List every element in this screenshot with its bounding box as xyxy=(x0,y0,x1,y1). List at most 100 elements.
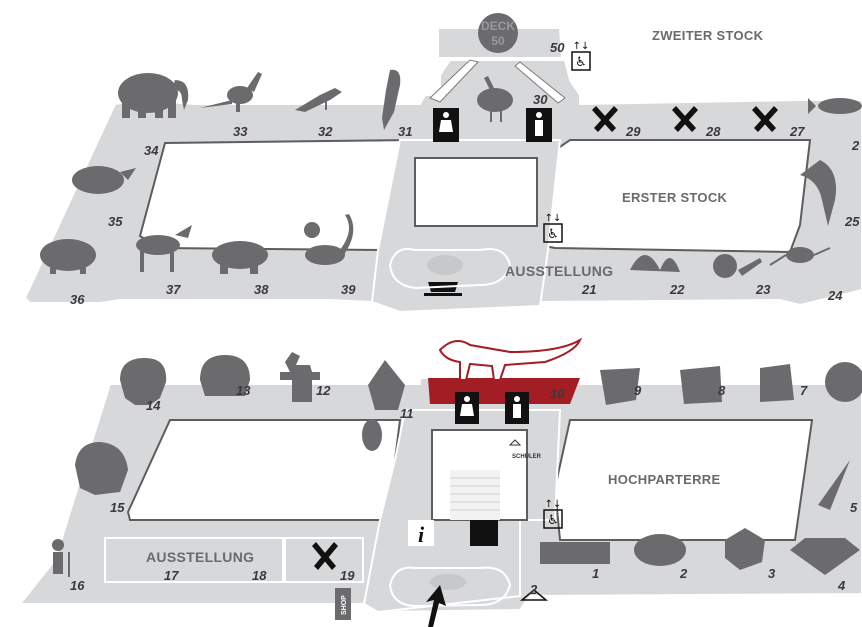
room-31: 31 xyxy=(398,124,412,139)
crystal-icon xyxy=(725,528,765,570)
room-17: 17 xyxy=(164,568,179,583)
room-1: 1 xyxy=(592,566,599,581)
mineral-slabs-icon xyxy=(540,542,610,564)
room-10: 10 xyxy=(550,386,565,401)
room-14: 14 xyxy=(146,398,161,413)
wheelchair-icon: ♿ ↑↓ xyxy=(571,41,591,71)
fish-fossil-icon xyxy=(600,368,640,405)
room-33: 33 xyxy=(233,124,248,139)
svg-text:♿: ♿ xyxy=(547,513,559,528)
room-3: 3 xyxy=(768,566,776,581)
coat-hanger-icon xyxy=(508,439,522,446)
lower-exhibit-icons xyxy=(52,337,862,577)
room-7: 7 xyxy=(800,383,808,398)
svg-text:♿: ♿ xyxy=(575,55,587,70)
info-desk xyxy=(408,520,434,546)
exhibition-label-upper: AUSSTELLUNG xyxy=(505,263,613,279)
bird-icon xyxy=(295,88,342,112)
plant-icon xyxy=(630,255,680,272)
room-30: 30 xyxy=(533,92,548,107)
globe-icon xyxy=(825,362,862,402)
tools-icon xyxy=(752,106,778,132)
upper-stairs xyxy=(429,59,566,104)
lower-left-courtyard xyxy=(126,419,402,521)
room-13: 13 xyxy=(236,383,251,398)
room-4: 4 xyxy=(837,578,846,593)
school-label: SCHÜLER xyxy=(512,453,542,460)
wheelchair-icon: ♿ ↑↓ xyxy=(543,499,563,529)
kangaroo-icon xyxy=(200,72,262,112)
room-50: 50 xyxy=(550,40,565,55)
deck-disc xyxy=(478,13,518,53)
monkey-icon xyxy=(304,214,354,265)
room-11: 11 xyxy=(400,406,414,421)
wheelchair-icon: ♿ ↑↓ xyxy=(543,213,563,243)
moose-icon xyxy=(136,225,192,272)
room-18: 18 xyxy=(252,568,267,583)
exhibition-hall-lower xyxy=(104,537,284,583)
coat-hanger-icon xyxy=(519,589,549,601)
trilobite-icon xyxy=(760,364,794,402)
room-21: 21 xyxy=(581,282,596,297)
room-24: 24 xyxy=(827,288,843,303)
bison-icon xyxy=(40,239,96,274)
upper-labels: ZWEITER STOCK ERSTER STOCK AUSSTELLUNG 3… xyxy=(70,28,860,307)
hand-axe-icon xyxy=(368,360,405,410)
tools-icon xyxy=(312,542,338,570)
floor-label-ground: HOCHPARTERRE xyxy=(608,472,720,487)
room-16: 16 xyxy=(70,578,85,593)
room-28: 28 xyxy=(705,124,721,139)
room-2: 2 xyxy=(679,566,688,581)
meteor-icon xyxy=(818,460,850,510)
room-5: 5 xyxy=(850,500,858,515)
beetle-icon xyxy=(769,247,831,266)
venus-figurine-icon xyxy=(362,419,382,451)
exhibition-label-lower: AUSSTELLUNG xyxy=(146,549,254,565)
parrot-icon xyxy=(382,69,401,130)
lower-labels: HOCHPARTERRE AUSSTELLUNG 10 11 12 13 14 … xyxy=(70,383,858,597)
bear-icon xyxy=(212,241,268,274)
room-22: 22 xyxy=(669,282,685,297)
entrance-arrow-icon xyxy=(426,585,446,627)
room-38: 38 xyxy=(254,282,269,297)
room-25: 25 xyxy=(844,214,860,229)
shark-icon xyxy=(800,160,836,226)
shop-label: SHOP xyxy=(341,595,348,615)
diamond-icon xyxy=(790,538,860,575)
room-27: 27 xyxy=(789,124,805,139)
svg-text:↑↓: ↑↓ xyxy=(545,499,562,510)
room-36: 36 xyxy=(70,292,85,307)
upper-courtyard xyxy=(138,138,417,252)
hall-ornament xyxy=(388,248,512,290)
deck-label-line2: 50 xyxy=(491,34,505,48)
floor-label-second: ZWEITER STOCK xyxy=(652,28,764,43)
central-staircase xyxy=(450,470,500,520)
info-icon: i xyxy=(418,522,425,547)
elephant-icon xyxy=(118,73,189,118)
school-group-icon xyxy=(470,520,498,546)
lower-floor-plan: i SCHÜLER ♿ ↑↓ SHOP xyxy=(17,377,862,627)
ostrich-icon xyxy=(477,76,513,122)
svg-text:↑↓: ↑↓ xyxy=(545,213,562,224)
room-23: 23 xyxy=(755,282,771,297)
room-32: 32 xyxy=(318,124,333,139)
room-2-entrance: 2 xyxy=(529,582,538,597)
svg-text:♿: ♿ xyxy=(547,227,559,242)
helmet-icon xyxy=(200,355,250,396)
rhino-icon xyxy=(72,166,136,194)
room-26: 2 xyxy=(851,138,860,153)
room-37: 37 xyxy=(166,282,181,297)
deck-label-line1: DECK xyxy=(481,19,515,33)
shop-bag-icon xyxy=(335,588,351,620)
room-34: 34 xyxy=(144,143,159,158)
room-9: 9 xyxy=(634,383,642,398)
floor-label-first: ERSTER STOCK xyxy=(622,190,728,205)
room-12: 12 xyxy=(316,383,331,398)
dinosaur-skeleton-icon xyxy=(438,337,583,381)
upper-exhibit-icons xyxy=(40,69,862,278)
rocks-icon xyxy=(634,534,686,566)
horse-figurine-icon xyxy=(280,352,320,402)
room-15: 15 xyxy=(110,500,125,515)
early-human-skull-icon xyxy=(75,442,128,495)
